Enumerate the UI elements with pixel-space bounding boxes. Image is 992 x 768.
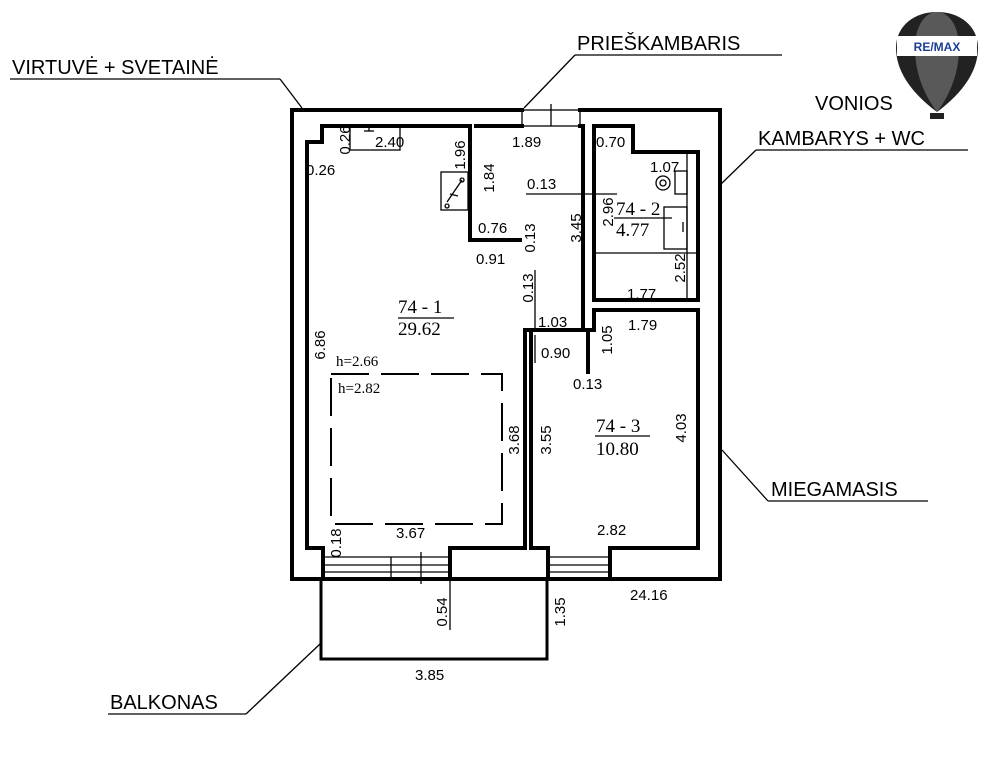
ceiling-height: h=2.66 <box>336 354 379 370</box>
dimension-label: 1.89 <box>512 134 541 151</box>
dimension-label: 2.52 <box>672 253 689 282</box>
label-text: VIRTUVĖ + SVETAINĖ <box>12 56 219 79</box>
kitchen-counter <box>349 125 401 151</box>
dimension-label: 24.16 <box>630 587 668 604</box>
dimension-label: 3.85 <box>415 667 444 684</box>
dimension-label: 3.45 <box>568 213 585 242</box>
dimension-label: 6.86 <box>312 330 329 359</box>
balcony-outline <box>319 577 549 661</box>
dimension-label: 1.35 <box>552 597 569 626</box>
dimensions: 1.89 0.70 1.07 0.13 2.40 0.26 0.26 1.96 … <box>306 125 690 684</box>
dimension-label: 4.03 <box>673 413 690 442</box>
room-area: 29.62 <box>398 319 441 340</box>
dimension-label: 0.13 <box>573 376 602 393</box>
dimension-label: 1.84 <box>481 163 498 192</box>
dimension-label: 0.26 <box>306 162 335 179</box>
room-area: 10.80 <box>596 439 639 460</box>
label-text: MIEGAMASIS <box>771 479 898 501</box>
dimension-label: 3.67 <box>396 525 425 542</box>
living-window <box>323 552 450 584</box>
dimension-label: 0.91 <box>476 251 505 268</box>
dimension-label: 2.82 <box>597 522 626 539</box>
ceiling-height: h=2.82 <box>338 381 380 397</box>
room-label-74-3: 74 - 3 10.80 <box>595 416 650 460</box>
dimension-label: 0.90 <box>541 345 570 362</box>
raised-ceiling-outline <box>330 373 503 525</box>
room-number: 74 - 3 <box>596 416 640 437</box>
dimension-label: 1.77 <box>627 286 656 303</box>
dimension-label: 1.96 <box>452 140 469 169</box>
label-kitchen-living: VIRTUVĖ + SVETAINĖ <box>10 56 303 109</box>
dimension-label: 0.13 <box>527 176 556 193</box>
dimension-label: 3.68 <box>506 425 523 454</box>
dimension-label: 1.07 <box>650 159 679 176</box>
electric-panel-icon <box>440 171 469 211</box>
dimension-label: 1.03 <box>538 314 567 331</box>
dimension-label: 0.18 <box>328 528 345 557</box>
dimension-label: 0.13 <box>522 223 539 252</box>
dimension-label: 0.13 <box>520 273 537 302</box>
bedroom-window <box>548 556 610 573</box>
dimension-label: 2.40 <box>375 134 404 151</box>
interior-walls <box>305 124 700 581</box>
bathtub-icon <box>594 154 698 300</box>
dimension-arrows <box>526 193 617 363</box>
dimension-label: 1.05 <box>599 325 616 354</box>
room-number: 74 - 2 <box>616 199 660 220</box>
dimension-label: 0.76 <box>478 220 507 237</box>
room-label-74-1: 74 - 1 29.62 <box>398 297 454 340</box>
label-bedroom: MIEGAMASIS <box>721 449 928 502</box>
remax-logo: RE/MAX <box>896 12 978 119</box>
outer-walls <box>290 108 722 581</box>
label-text: PRIEŠKAMBARIS <box>577 32 740 55</box>
dimension-label: 0.54 <box>434 597 451 626</box>
label-text: VONIOS <box>815 93 893 115</box>
label-balcony: BALKONAS <box>108 643 321 715</box>
dimension-label: 0.70 <box>596 134 625 151</box>
room-number: 74 - 1 <box>398 297 442 318</box>
room-label-74-2: 74 - 2 4.77 <box>614 199 672 241</box>
dimension-label: 0.26 <box>337 125 354 154</box>
label-bathroom: VONIOS KAMBARYS + WC <box>719 93 968 186</box>
label-hallway: PRIEŠKAMBARIS <box>523 32 782 109</box>
label-text: BALKONAS <box>110 692 218 714</box>
dimension-label: 3.55 <box>538 425 555 454</box>
dimension-label: 2.96 <box>600 197 617 226</box>
room-area: 4.77 <box>616 220 649 241</box>
dimension-label: 1.79 <box>628 317 657 334</box>
svg-text:RE/MAX: RE/MAX <box>914 40 961 54</box>
label-text: KAMBARYS + WC <box>758 128 925 150</box>
entrance-door <box>521 104 581 127</box>
